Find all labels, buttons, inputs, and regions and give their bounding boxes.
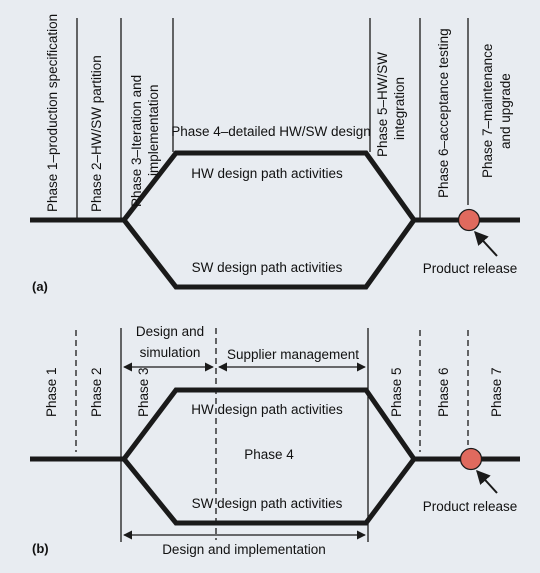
design-simulation-label-line1: Design and	[136, 324, 204, 339]
panel-b-release-arrow	[476, 469, 498, 494]
panel-a-release-marker	[457, 208, 481, 232]
panel-a-tag: (a)	[32, 279, 48, 294]
phase-b7-label: Phase 7	[489, 367, 504, 417]
phase-a1-label: Phase 1–production specification	[45, 14, 60, 212]
panel-b-dashed-dividers	[75, 328, 469, 540]
phase-a6-label: Phase 6–acceptance testing	[436, 28, 451, 198]
panel-b-brackets	[123, 362, 366, 540]
panel-b-release-marker	[459, 447, 483, 471]
supplier-management-label: Supplier management	[227, 347, 359, 362]
panel-b-solid-dividers	[120, 328, 369, 542]
phase-b6-label: Phase 6	[436, 367, 451, 417]
phase-b2-label: Phase 2	[89, 367, 104, 417]
phase-b4-label: Phase 4	[244, 447, 294, 462]
panel-a-hw-path-label: HW design path activities	[191, 166, 343, 181]
phase-a7-label-line1: Phase 7–maintenance	[480, 44, 495, 178]
phase-a2-label: Phase 2–HW/SW partition	[89, 55, 104, 212]
phase-a4-label: Phase 4–detailed HW/SW design	[171, 124, 371, 139]
phase-b1-label: Phase 1	[44, 367, 59, 417]
panel-a-release-label: Product release	[423, 261, 518, 276]
design-implementation-label: Design and implementation	[162, 542, 326, 557]
panel-a-release-arrow	[474, 230, 498, 257]
panel-b-hw-path-label: HW design path activities	[191, 402, 343, 417]
panel-b: Phase 1 Phase 2 Phase 3 Phase 5 Phase 6 …	[30, 324, 520, 557]
panel-b-tag: (b)	[32, 541, 49, 556]
panel-a-flow	[30, 150, 520, 290]
phase-a3-label-line2: implementation	[146, 84, 161, 176]
phase-b3-label: Phase 3	[136, 367, 151, 417]
phase-a5-label-line1: Phase 5–HW/SW	[375, 52, 390, 157]
panel-b-release-label: Product release	[423, 499, 518, 514]
phase-b5-label: Phase 5	[389, 367, 404, 417]
panel-a-dividers	[76, 18, 469, 220]
phase-a5-label-line2: integration	[392, 77, 407, 140]
design-simulation-label-line2: simulation	[140, 345, 201, 360]
panel-a: Phase 1–production specification Phase 2…	[30, 14, 520, 294]
panel-a-sw-path-label: SW design path activities	[192, 260, 343, 275]
phase-a7-label-line2: and upgrade	[498, 73, 513, 149]
panel-b-sw-path-label: SW design path activities	[192, 496, 343, 511]
phase-a3-label-line1: Phase 3–Iteration and	[129, 75, 144, 207]
